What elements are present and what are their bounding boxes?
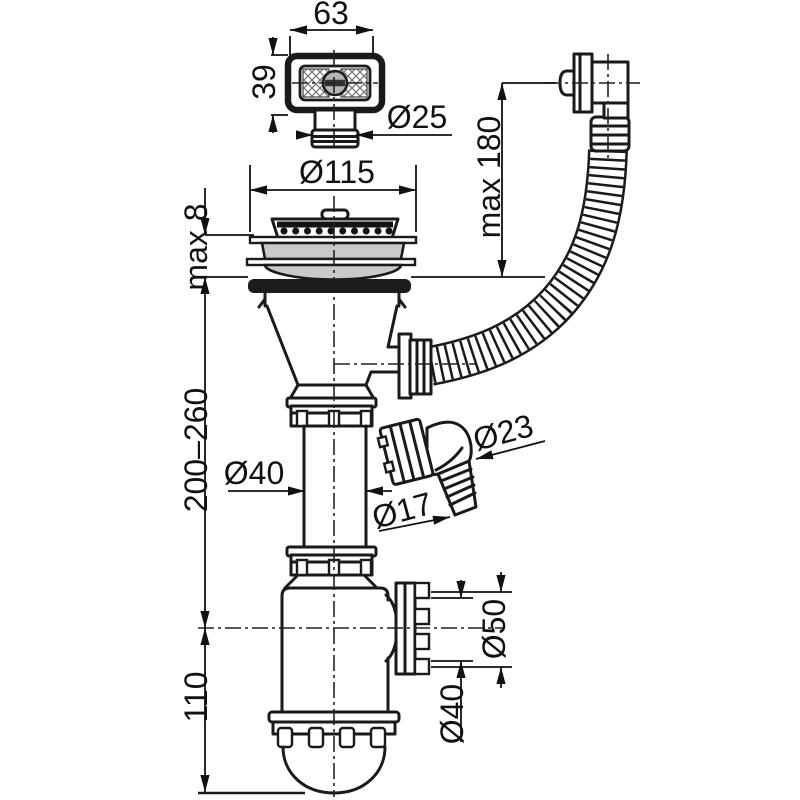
- center-lines: [198, 50, 640, 797]
- lower-coupling-nut: [285, 545, 378, 577]
- dim-label-outlet-pipe: Ø40: [434, 684, 470, 744]
- rubber-gasket: [248, 279, 411, 293]
- drain-funnel: [257, 291, 407, 399]
- dim-tail-pipe: Ø40: [224, 455, 392, 496]
- dim-label-trap-depth: 110: [178, 671, 214, 722]
- dim-label-strainer-diameter: Ø115: [299, 154, 375, 190]
- corrugated-overflow-hose: [426, 149, 628, 386]
- dim-overflow-height-max: max 180: [471, 82, 556, 277]
- dim-overflow-outlet: Ø25: [296, 99, 452, 140]
- dim-height-range: 200–260: [178, 277, 214, 628]
- dim-overflow-width: 63: [289, 0, 374, 57]
- side-inlet-nut: [397, 332, 433, 400]
- strainer-slots: [277, 221, 393, 235]
- dim-label-overflow-height: 39: [246, 64, 282, 100]
- overflow-elbow-fitting: [558, 52, 631, 153]
- appliance-connector: [376, 417, 478, 517]
- dim-label-overflow-width: 63: [313, 0, 349, 31]
- dim-label-overflow-height-max: max 180: [471, 116, 507, 239]
- dim-label-deck-thickness: max 8: [178, 203, 214, 290]
- appliance-nut: [376, 417, 435, 486]
- dim-deck-thickness: max 8: [178, 188, 545, 291]
- upper-coupling-nut: [285, 396, 378, 428]
- dim-strainer-diameter: Ø115: [249, 154, 417, 232]
- dim-label-overflow-outlet: Ø25: [387, 99, 447, 135]
- dim-outlet-nut: Ø50: [431, 572, 512, 688]
- dim-label-outlet-nut: Ø50: [476, 599, 512, 659]
- dim-overflow-height: 39: [246, 37, 288, 133]
- dim-label-height-range: 200–260: [178, 388, 214, 513]
- dim-outlet-pipe: Ø40: [431, 580, 473, 744]
- strainer-assembly: [245, 208, 418, 293]
- dim-appliance-nut: Ø23: [469, 407, 546, 460]
- dim-label-tail-pipe: Ø40: [224, 455, 284, 491]
- dim-trap-depth: 110: [178, 628, 214, 792]
- dimensions: 63 39 Ø25 Ø115 max 8: [178, 0, 556, 792]
- strainer-bowl-upper: [260, 241, 406, 261]
